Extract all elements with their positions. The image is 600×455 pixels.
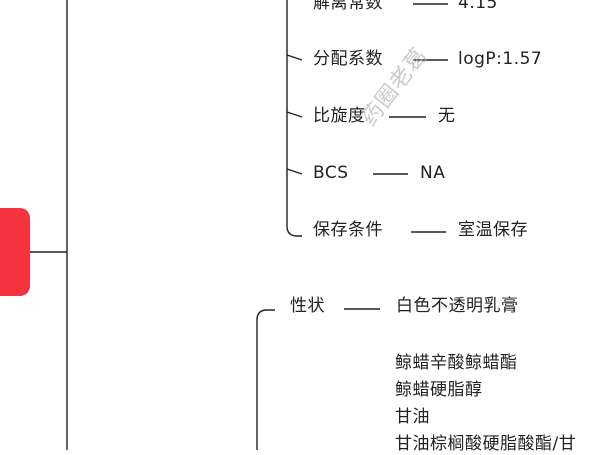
value-partition-coefficient: logP:1.57 <box>458 49 543 69</box>
label-storage-condition: 保存条件 <box>313 220 383 240</box>
excipient-item: 鲸蜡硬脂醇 <box>395 380 483 400</box>
excipient-item: 甘油 <box>395 407 430 427</box>
label-partition-coefficient: 分配系数 <box>313 49 383 69</box>
lower-branch-bracket <box>256 309 275 450</box>
excipient-item: 甘油棕榈酸硬脂酸酯/甘 <box>395 434 577 454</box>
label-specific-rotation: 比旋度 <box>313 106 366 126</box>
root-node[interactable] <box>0 208 30 296</box>
tick-partition <box>286 54 303 61</box>
label-appearance: 性状 <box>290 296 325 316</box>
value-appearance: 白色不透明乳膏 <box>396 296 519 316</box>
excipient-item: 鲸蜡辛酸鲸蜡酯 <box>395 353 518 373</box>
value-storage-condition: 室温保存 <box>458 220 528 240</box>
label-bcs: BCS <box>313 163 349 183</box>
upper-branch-bracket <box>286 0 302 237</box>
label-dissociation-constant: 解离常数 <box>313 0 383 13</box>
tick-rotation <box>286 111 303 118</box>
value-specific-rotation: 无 <box>438 106 456 126</box>
value-dissociation-constant: 4.15 <box>458 0 498 13</box>
tick-bcs <box>286 168 303 175</box>
value-bcs: NA <box>420 163 446 183</box>
